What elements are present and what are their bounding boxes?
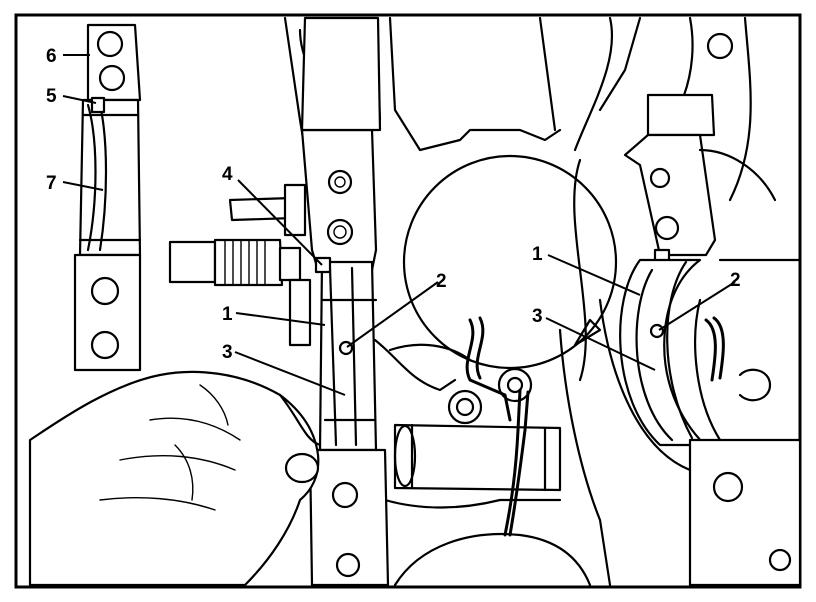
callout-1-left: 1 [222,304,233,325]
right-bearing-cap [619,32,802,587]
callout-5: 5 [46,86,57,107]
callout-2-right: 2 [730,270,741,291]
callout-6: 6 [46,46,57,67]
callout-4: 4 [222,164,233,185]
callout-labels: 6 5 7 4 1 3 2 1 3 2 [46,46,741,363]
callout-3-center: 3 [532,306,543,327]
callout-2-center: 2 [436,271,447,292]
hand-illustration [28,370,322,587]
bearing-cap-detail [73,23,142,372]
callout-3-left: 3 [222,342,233,363]
leader-lines [62,54,736,396]
callout-7: 7 [46,173,57,194]
cylinder-bore [402,154,618,370]
left-bearing-cap [168,16,390,587]
callout-1-center: 1 [532,244,543,265]
